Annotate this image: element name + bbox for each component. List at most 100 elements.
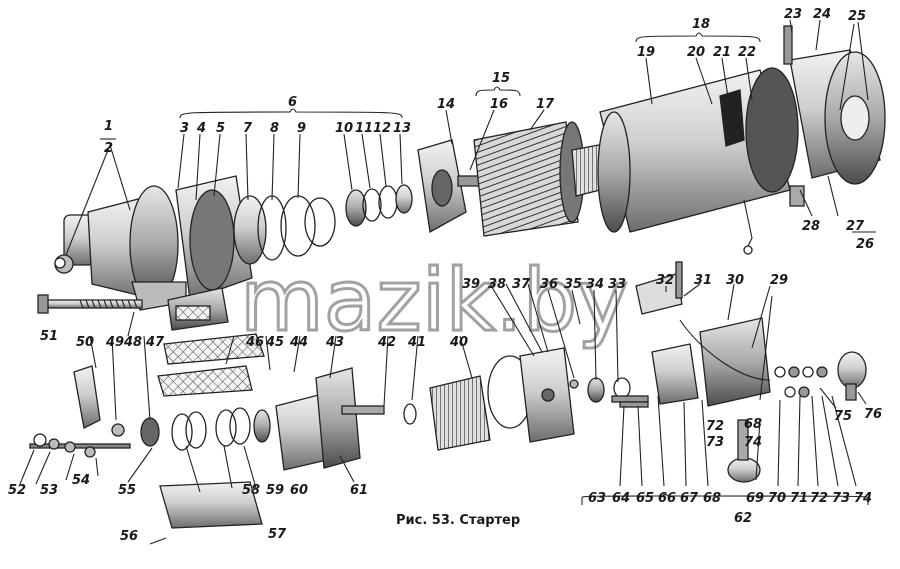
part-labels: 1 2 3 4 5 6 7 8 9 10 11 12 13 14 15 16 1…	[8, 7, 882, 544]
part-label-15: 15	[492, 71, 510, 86]
part-label-38: 38	[488, 277, 506, 292]
part-label-57: 57	[268, 527, 287, 542]
part-label-19: 19	[637, 45, 655, 60]
part-label-73: 73	[832, 491, 850, 506]
part-label-8: 8	[270, 121, 279, 136]
part-label-24: 24	[813, 7, 831, 22]
part-label-39: 39	[462, 277, 480, 292]
part-label-45: 45	[265, 335, 284, 350]
part-label-72: 72	[810, 491, 828, 506]
part-label-11: 11	[355, 121, 373, 136]
part-label-50: 50	[76, 335, 94, 350]
part-label-40: 40	[449, 335, 468, 350]
part-label-55: 55	[118, 483, 136, 498]
cover-plate-part	[159, 481, 263, 529]
part-label-68: 68	[703, 491, 721, 506]
part-label-29: 29	[770, 273, 788, 288]
part-label-17: 17	[536, 97, 555, 112]
part-label-32: 32	[656, 273, 674, 288]
part-label-66: 66	[658, 491, 676, 506]
part-label-58: 58	[242, 483, 260, 498]
part-label-2: 2	[104, 141, 113, 156]
part-label-37: 37	[512, 277, 531, 292]
drive-housing-part	[54, 185, 187, 311]
armature-part	[457, 121, 635, 237]
part-label-12: 12	[373, 121, 391, 136]
part-label-36: 36	[540, 277, 558, 292]
terminal-block-part	[635, 261, 867, 483]
part-label-52: 52	[8, 483, 26, 498]
part-label-71: 71	[790, 491, 808, 506]
part-label-70: 70	[768, 491, 786, 506]
part-label-13: 13	[393, 121, 411, 136]
part-label-63: 63	[588, 491, 606, 506]
stator-housing-part	[597, 67, 799, 255]
part-label-27: 27	[846, 219, 865, 234]
part-label-67: 67	[680, 491, 699, 506]
part-label-74: 74	[854, 491, 872, 506]
part-label-25: 25	[848, 9, 866, 24]
part-label-47: 47	[145, 335, 165, 350]
clutch-rings-part	[233, 195, 336, 265]
part-label-14: 14	[437, 97, 455, 112]
part-label-41: 41	[407, 335, 426, 350]
long-bolt-part	[37, 294, 143, 314]
part-label-65: 65	[636, 491, 654, 506]
part-label-72-alt: 72	[706, 419, 724, 434]
part-label-56: 56	[120, 529, 138, 544]
part-label-10: 10	[335, 121, 353, 136]
coil-part	[403, 347, 575, 451]
part-label-59: 59	[266, 483, 284, 498]
part-label-30: 30	[726, 273, 744, 288]
end-plate-part	[417, 139, 467, 234]
part-label-68-alt: 68	[744, 417, 762, 432]
part-label-46: 46	[245, 335, 264, 350]
part-label-9: 9	[297, 121, 306, 136]
solenoid-part	[275, 367, 385, 471]
part-label-73-alt: 73	[706, 435, 724, 450]
part-label-31: 31	[694, 273, 712, 288]
part-label-61: 61	[350, 483, 368, 498]
part-label-60: 60	[290, 483, 308, 498]
part-label-62: 62	[734, 511, 752, 526]
part-label-18: 18	[692, 17, 710, 32]
washer-row-part	[774, 366, 828, 398]
small-rings-part	[345, 184, 413, 227]
part-label-3: 3	[180, 121, 189, 136]
part-label-54: 54	[72, 473, 90, 488]
leader-lines	[19, 19, 876, 545]
part-label-1: 1	[104, 119, 113, 134]
part-label-16: 16	[490, 97, 508, 112]
part-label-48: 48	[123, 335, 142, 350]
figure-caption: Рис. 53. Стартер	[396, 513, 520, 528]
part-label-7: 7	[243, 121, 253, 136]
part-label-75: 75	[834, 409, 852, 424]
washers-screws-part	[569, 377, 649, 408]
part-label-6: 6	[288, 95, 297, 110]
part-label-28: 28	[802, 219, 820, 234]
watermark-text: mazik.by	[240, 251, 628, 351]
part-label-4: 4	[196, 121, 206, 136]
part-label-53: 53	[40, 483, 58, 498]
part-label-23: 23	[784, 7, 802, 22]
part-label-35: 35	[564, 277, 582, 292]
part-label-64: 64	[612, 491, 630, 506]
part-label-5: 5	[216, 121, 225, 136]
part-label-22: 22	[738, 45, 756, 60]
part-label-21: 21	[713, 45, 731, 60]
part-label-69: 69	[746, 491, 764, 506]
part-label-44: 44	[289, 335, 308, 350]
part-label-49: 49	[105, 335, 124, 350]
part-label-76: 76	[864, 407, 882, 422]
part-label-51: 51	[40, 329, 58, 344]
part-label-43: 43	[325, 335, 344, 350]
coil-springs-part	[171, 407, 271, 451]
part-label-74-alt: 74	[744, 435, 762, 450]
part-label-26: 26	[856, 237, 874, 252]
shield-plates-part	[157, 333, 265, 397]
part-label-34: 34	[586, 277, 604, 292]
brush-cap-part	[783, 25, 886, 207]
spring-assembly-part	[29, 365, 160, 458]
